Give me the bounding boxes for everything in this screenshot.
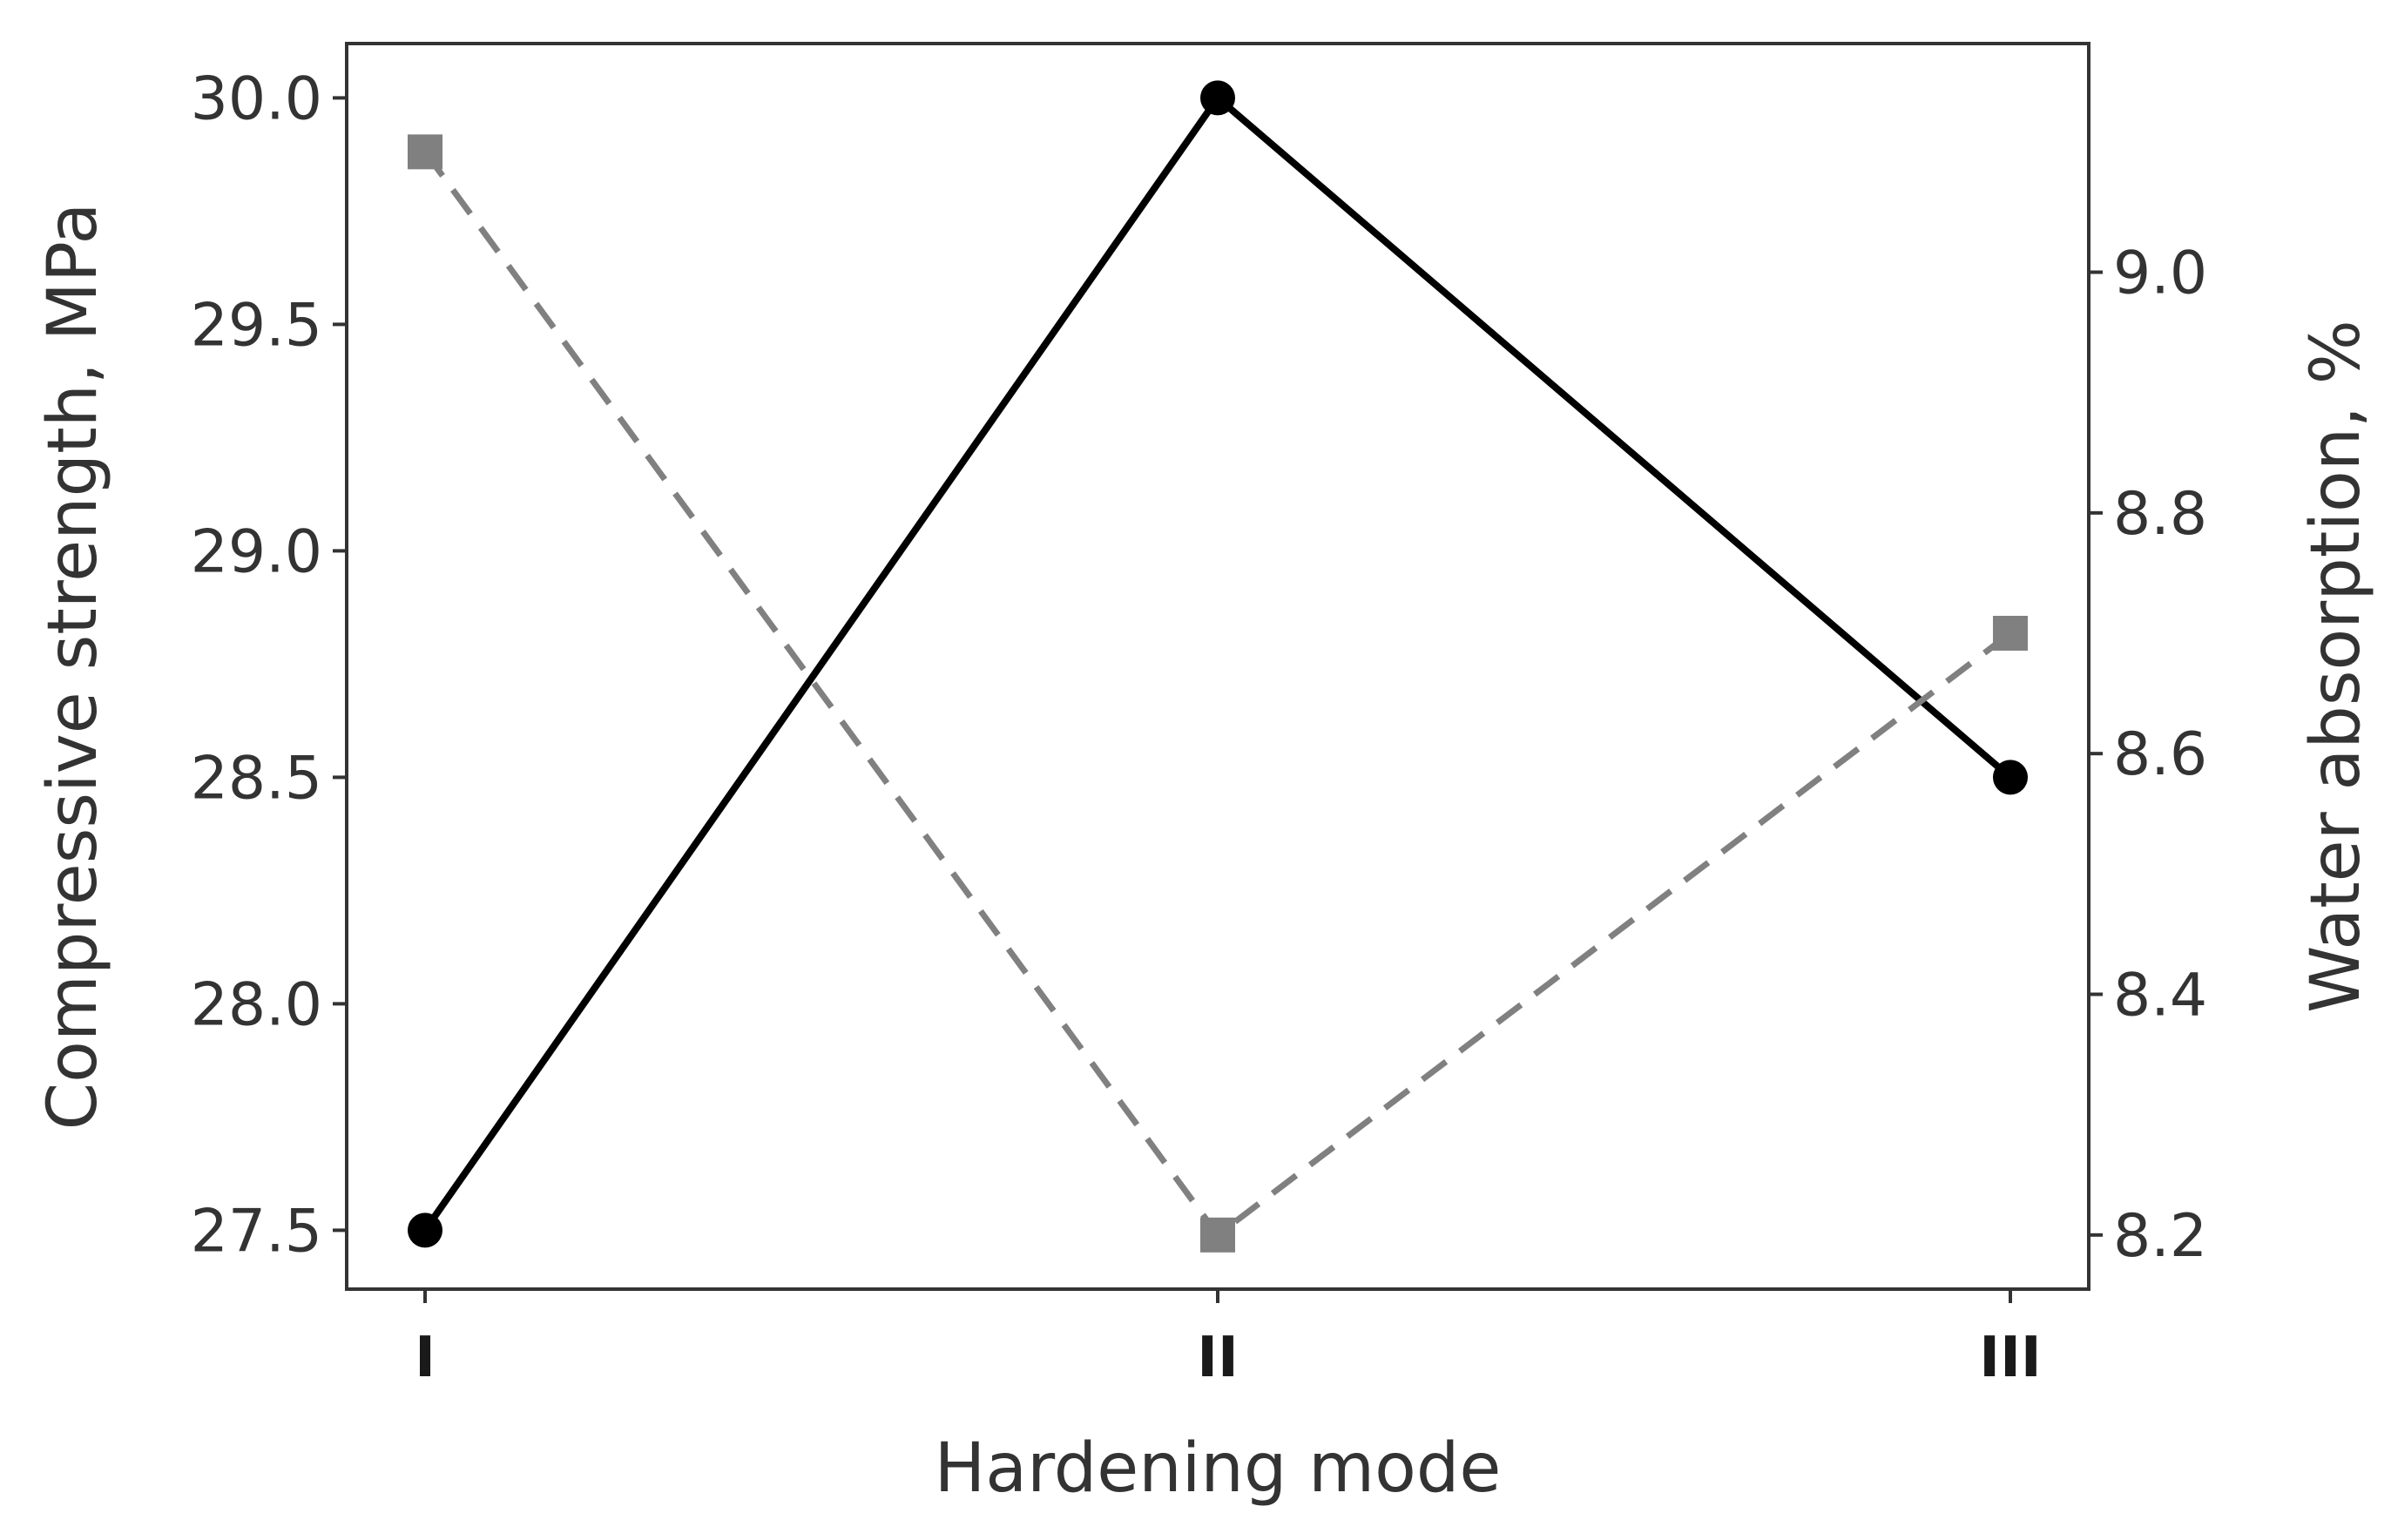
series-2-marker <box>1993 616 2028 652</box>
x-tick-label: II <box>1197 1326 1239 1390</box>
y2-tick-label: 8.8 <box>2113 480 2207 549</box>
y-axis-ticks: 27.5 28.0 28.5 29.0 29.5 30.0 <box>191 64 347 1266</box>
y2-tick-label: 8.2 <box>2113 1202 2207 1271</box>
y-tick-label: 28.0 <box>191 970 322 1039</box>
y-tick-label: 30.0 <box>191 64 322 133</box>
series-2-line <box>422 150 2013 1239</box>
y-tick-label: 29.0 <box>191 517 322 586</box>
y-tick-label: 28.5 <box>191 744 322 813</box>
series-1-marker <box>1200 80 1235 116</box>
y2-tick-label: 8.6 <box>2113 720 2207 789</box>
x-axis-title: Hardening mode <box>935 1429 1502 1508</box>
series-1-marker <box>408 1212 442 1248</box>
series-2-marker <box>1200 1217 1235 1253</box>
x-tick-label: I <box>415 1326 436 1390</box>
y2-tick-label: 9.0 <box>2113 240 2207 308</box>
series-2-marker <box>408 134 442 170</box>
series-1-marker <box>1993 760 2028 795</box>
series-1-line <box>422 94 2013 1233</box>
y2-axis-title: Water absorption, % <box>2297 320 2375 1013</box>
series-layer <box>408 80 2028 1253</box>
y-axis-title: Compressive strength, MPa <box>34 203 112 1131</box>
x-tick-label: III <box>1979 1326 2041 1390</box>
y2-tick-label: 8.4 <box>2113 961 2207 1030</box>
y2-axis-ticks: 8.2 8.4 8.6 8.8 9.0 <box>2089 240 2207 1271</box>
y-tick-label: 27.5 <box>191 1197 322 1266</box>
y-tick-label: 29.5 <box>191 291 322 360</box>
plot-frame <box>345 42 2090 1291</box>
